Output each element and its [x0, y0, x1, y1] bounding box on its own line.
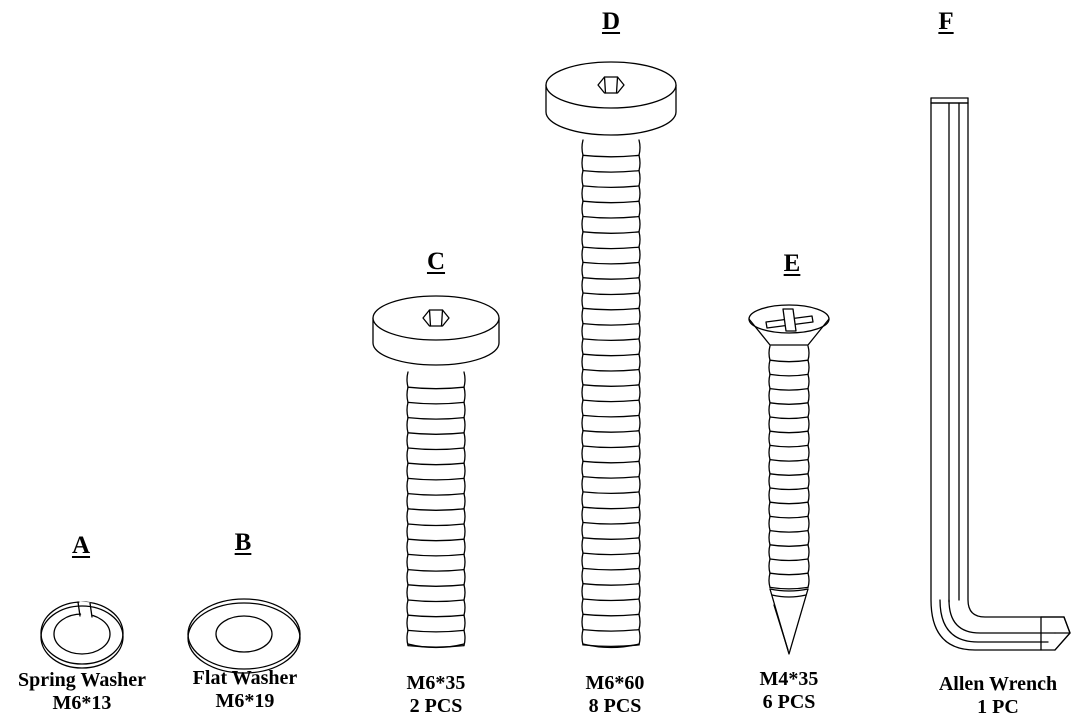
part-quantity: 8 PCS	[588, 695, 642, 717]
part-caption-a: Spring Washer M6*13	[18, 669, 146, 715]
part-quantity: 6 PCS	[762, 691, 816, 713]
part-letter-e: E	[783, 250, 801, 277]
part-name: Allen Wrench	[938, 673, 1058, 695]
part-letter-a: A	[71, 532, 91, 559]
long-hex-socket-bolt-icon	[546, 62, 676, 648]
part-quantity: 1 PC	[977, 696, 1019, 718]
part-caption-d: M6*60 8 PCS	[586, 672, 645, 718]
hex-socket-bolt-icon	[373, 296, 499, 648]
part-caption-f: Allen Wrench 1 PC	[939, 673, 1057, 719]
part-caption-e: M4*35 6 PCS	[760, 668, 819, 714]
part-spec: M6*13	[52, 692, 112, 714]
part-caption-c: M6*35 2 PCS	[407, 672, 466, 718]
part-spec: M6*19	[215, 690, 275, 712]
spring-washer-icon	[41, 602, 123, 668]
flat-washer-icon	[188, 599, 300, 673]
part-name: Flat Washer	[192, 667, 298, 689]
part-letter-b: B	[234, 529, 252, 556]
part-letter-c: C	[426, 248, 446, 275]
phillips-wood-screw-icon	[749, 305, 829, 654]
part-name: Spring Washer	[18, 669, 146, 691]
part-caption-b: Flat Washer M6*19	[193, 667, 298, 713]
allen-wrench-icon	[931, 98, 1070, 650]
part-size: M6*60	[585, 672, 645, 694]
part-size: M6*35	[406, 672, 466, 694]
part-quantity: 2 PCS	[409, 695, 463, 717]
part-size: M4*35	[759, 668, 819, 690]
part-letter-d: D	[601, 8, 621, 35]
part-letter-f: F	[938, 8, 954, 35]
